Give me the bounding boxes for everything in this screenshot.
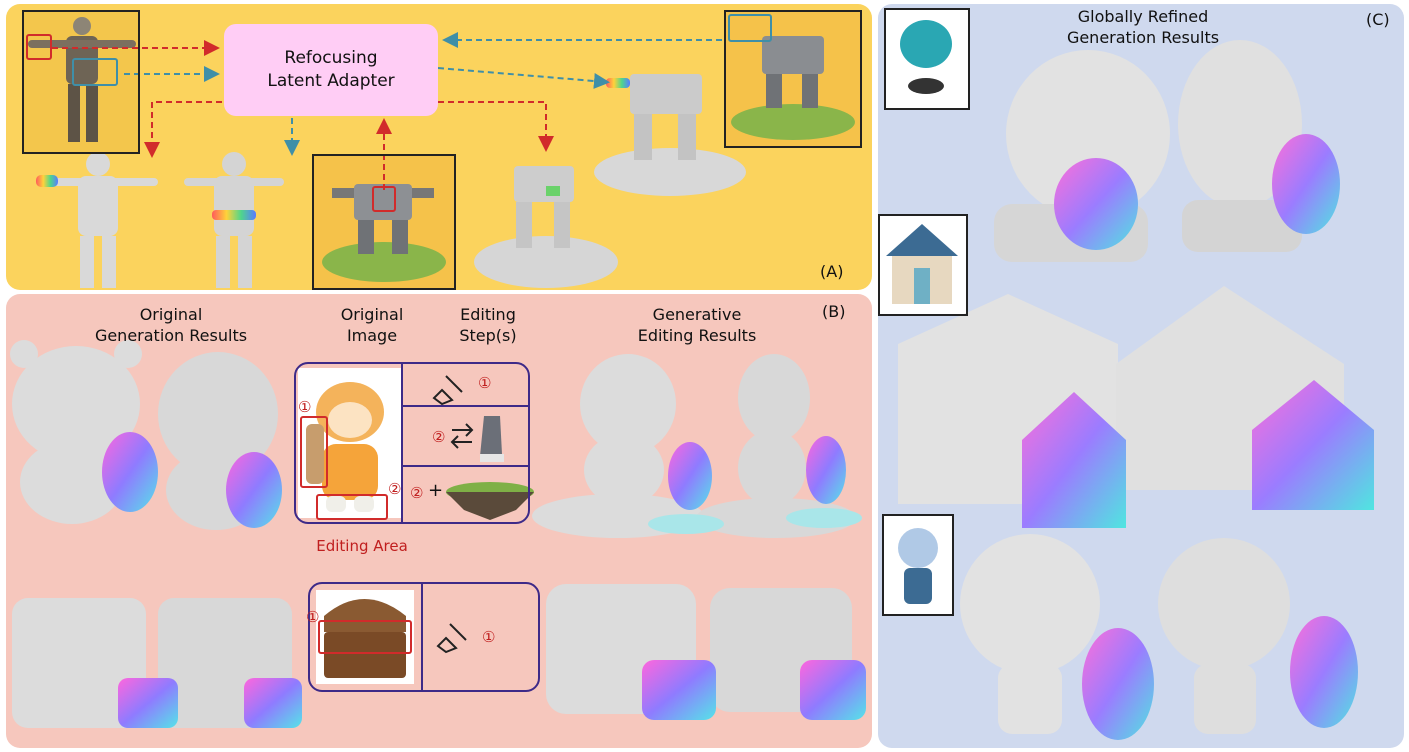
hamster-edited-mesh-front	[532, 354, 704, 538]
island-normal-front	[648, 514, 724, 534]
hamster-edited-normal-front	[668, 442, 712, 510]
doll-input-image	[884, 516, 952, 614]
mech-detail-highlight	[372, 186, 396, 212]
marker-chest-step: ①	[482, 628, 496, 646]
doll-normal-1	[1082, 628, 1154, 740]
mech-input-frame	[724, 10, 862, 148]
floating-island-icon	[446, 482, 534, 520]
mech-gun-highlight	[728, 14, 772, 42]
hamster-mesh-front	[10, 340, 142, 524]
chest-normal-2	[244, 678, 302, 728]
marker-step-2: ②	[432, 428, 446, 446]
marker-backpack: ①	[298, 398, 312, 416]
header-original-image: Original Image	[340, 305, 404, 345]
soldier-hand-highlight	[26, 34, 52, 60]
panel-b-tag: (B)	[822, 302, 846, 321]
doll-mesh-1	[960, 534, 1100, 734]
hamster-edited-mesh-back	[696, 354, 856, 538]
input-soldier-frame	[22, 10, 140, 154]
feet-edit-area	[316, 494, 388, 520]
chest-edited-normal-2	[800, 660, 866, 720]
header-editing-steps: Editing Step(s)	[459, 305, 517, 345]
soldier-belt-highlight	[72, 58, 118, 86]
plus-sign: +	[428, 480, 444, 501]
island-normal-back	[786, 508, 862, 528]
panel-b-illustration	[10, 340, 866, 728]
mech-input-image	[726, 12, 860, 146]
chest-original-image	[316, 590, 414, 684]
refocusing-latent-adapter: Refocusing Latent Adapter	[224, 24, 438, 116]
chest-normal-1	[118, 678, 178, 728]
house-input-frame	[878, 214, 968, 316]
chest-mesh-1	[12, 598, 146, 728]
chair-input-image	[886, 10, 968, 108]
house-normal-2	[1252, 380, 1374, 510]
soldier-mesh-1	[36, 152, 158, 288]
brush-icon-1	[432, 375, 463, 406]
swap-arrows-icon	[450, 423, 474, 449]
doll-input-frame	[882, 514, 954, 616]
marker-step-1: ①	[478, 374, 492, 392]
backpack-edit-area	[300, 416, 328, 488]
house-input-image	[878, 216, 966, 314]
editing-area-label: Editing Area	[316, 537, 408, 555]
hamster-normal-back	[226, 452, 282, 528]
chair-normal-1	[1054, 158, 1138, 250]
panel-c-tag: (C)	[1366, 10, 1390, 29]
chair-normal-2	[1272, 134, 1340, 234]
hamster-normal-front	[102, 432, 158, 512]
panel-a-tag: (A)	[820, 262, 844, 281]
mech-mesh-mid	[474, 166, 618, 288]
header-editing-results: Generative Editing Results	[637, 305, 757, 345]
chest-edited-normal-1	[642, 660, 716, 720]
arrows	[52, 32, 722, 190]
brush-icon-2	[436, 623, 467, 654]
editing-steps-box-chest	[308, 582, 540, 692]
chair-mesh-2	[1178, 40, 1302, 252]
marker-chest: ①	[306, 608, 320, 626]
marker-feet: ②	[388, 480, 402, 498]
hamster-original-image	[298, 368, 402, 518]
mech-textured-frame	[312, 154, 456, 290]
panel-a-illustration	[24, 12, 860, 288]
panel-b: Original Generation Results Original Ima…	[6, 294, 872, 748]
sneaker-icon	[480, 416, 504, 462]
mech-mesh-right	[594, 74, 746, 196]
chair-input-frame	[884, 8, 970, 110]
soldier-mesh-2	[184, 152, 284, 288]
chest-edit-area	[318, 620, 412, 654]
panel-a: Refocusing Latent Adapter (A)	[6, 4, 872, 290]
hamster-edited-normal-back	[806, 436, 846, 504]
doll-normal-2	[1290, 616, 1358, 728]
marker-step-3: ②	[410, 484, 424, 502]
doll-mesh-2	[1158, 538, 1290, 734]
panel-c-title: Globally Refined Generation Results	[1066, 7, 1220, 47]
header-original-generation: Original Generation Results	[94, 305, 248, 345]
editing-steps-box-hamster	[294, 362, 530, 524]
editing-box-dividers	[401, 364, 528, 692]
panel-c: Globally Refined Generation Results (C)	[878, 4, 1404, 748]
house-normal-1	[1022, 392, 1126, 528]
panel-c-illustration	[878, 10, 1374, 740]
